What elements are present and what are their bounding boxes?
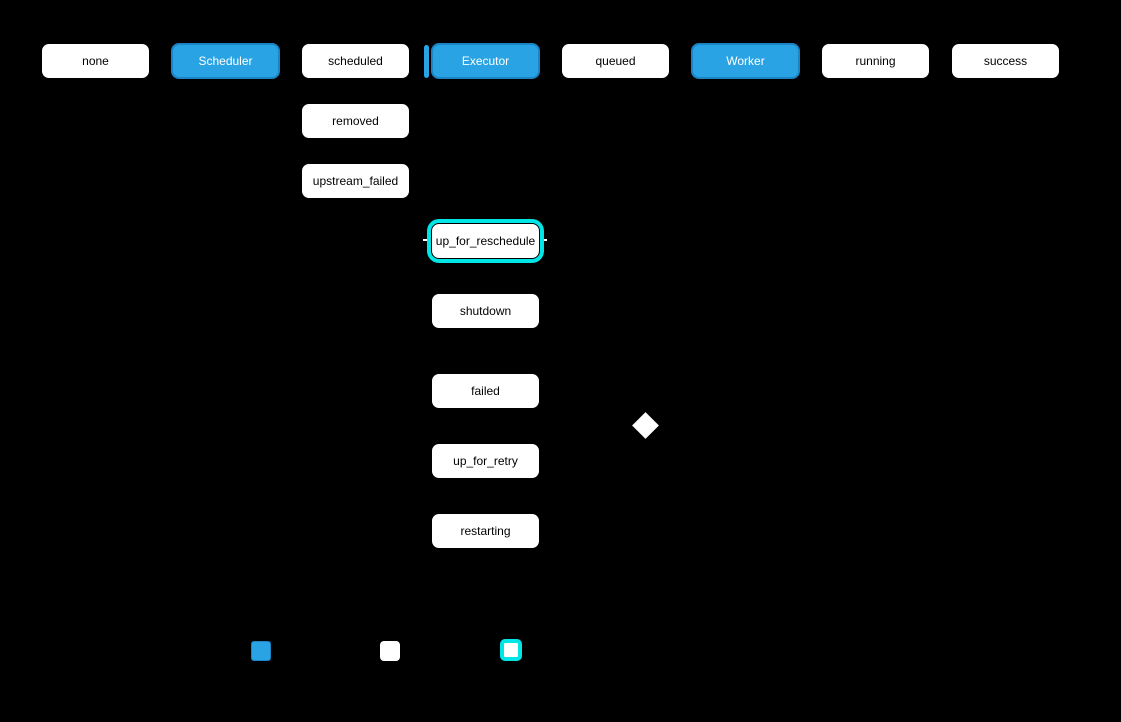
node-shutdown: shutdown — [431, 293, 540, 329]
node-up-for-reschedule: up_for_reschedule — [431, 223, 540, 259]
edge-stub-left — [423, 239, 428, 241]
node-worker: Worker — [691, 43, 800, 79]
node-up-for-retry: up_for_retry — [431, 443, 540, 479]
legend-swatch-highlighted — [500, 639, 522, 661]
node-scheduler: Scheduler — [171, 43, 280, 79]
node-upstream-failed: upstream_failed — [301, 163, 410, 199]
node-scheduled: scheduled — [301, 43, 410, 79]
node-queued: queued — [561, 43, 670, 79]
node-success: success — [951, 43, 1060, 79]
node-running: running — [821, 43, 930, 79]
legend-swatch-state — [380, 641, 400, 661]
decision-diamond-shape — [632, 412, 659, 439]
node-none: none — [41, 43, 150, 79]
node-removed: removed — [301, 103, 410, 139]
legend-swatch-component — [251, 641, 271, 661]
node-executor: Executor — [431, 43, 540, 79]
node-failed: failed — [431, 373, 540, 409]
executor-edge-stub — [424, 45, 429, 78]
node-restarting: restarting — [431, 513, 540, 549]
edge-stub-right — [542, 239, 547, 241]
